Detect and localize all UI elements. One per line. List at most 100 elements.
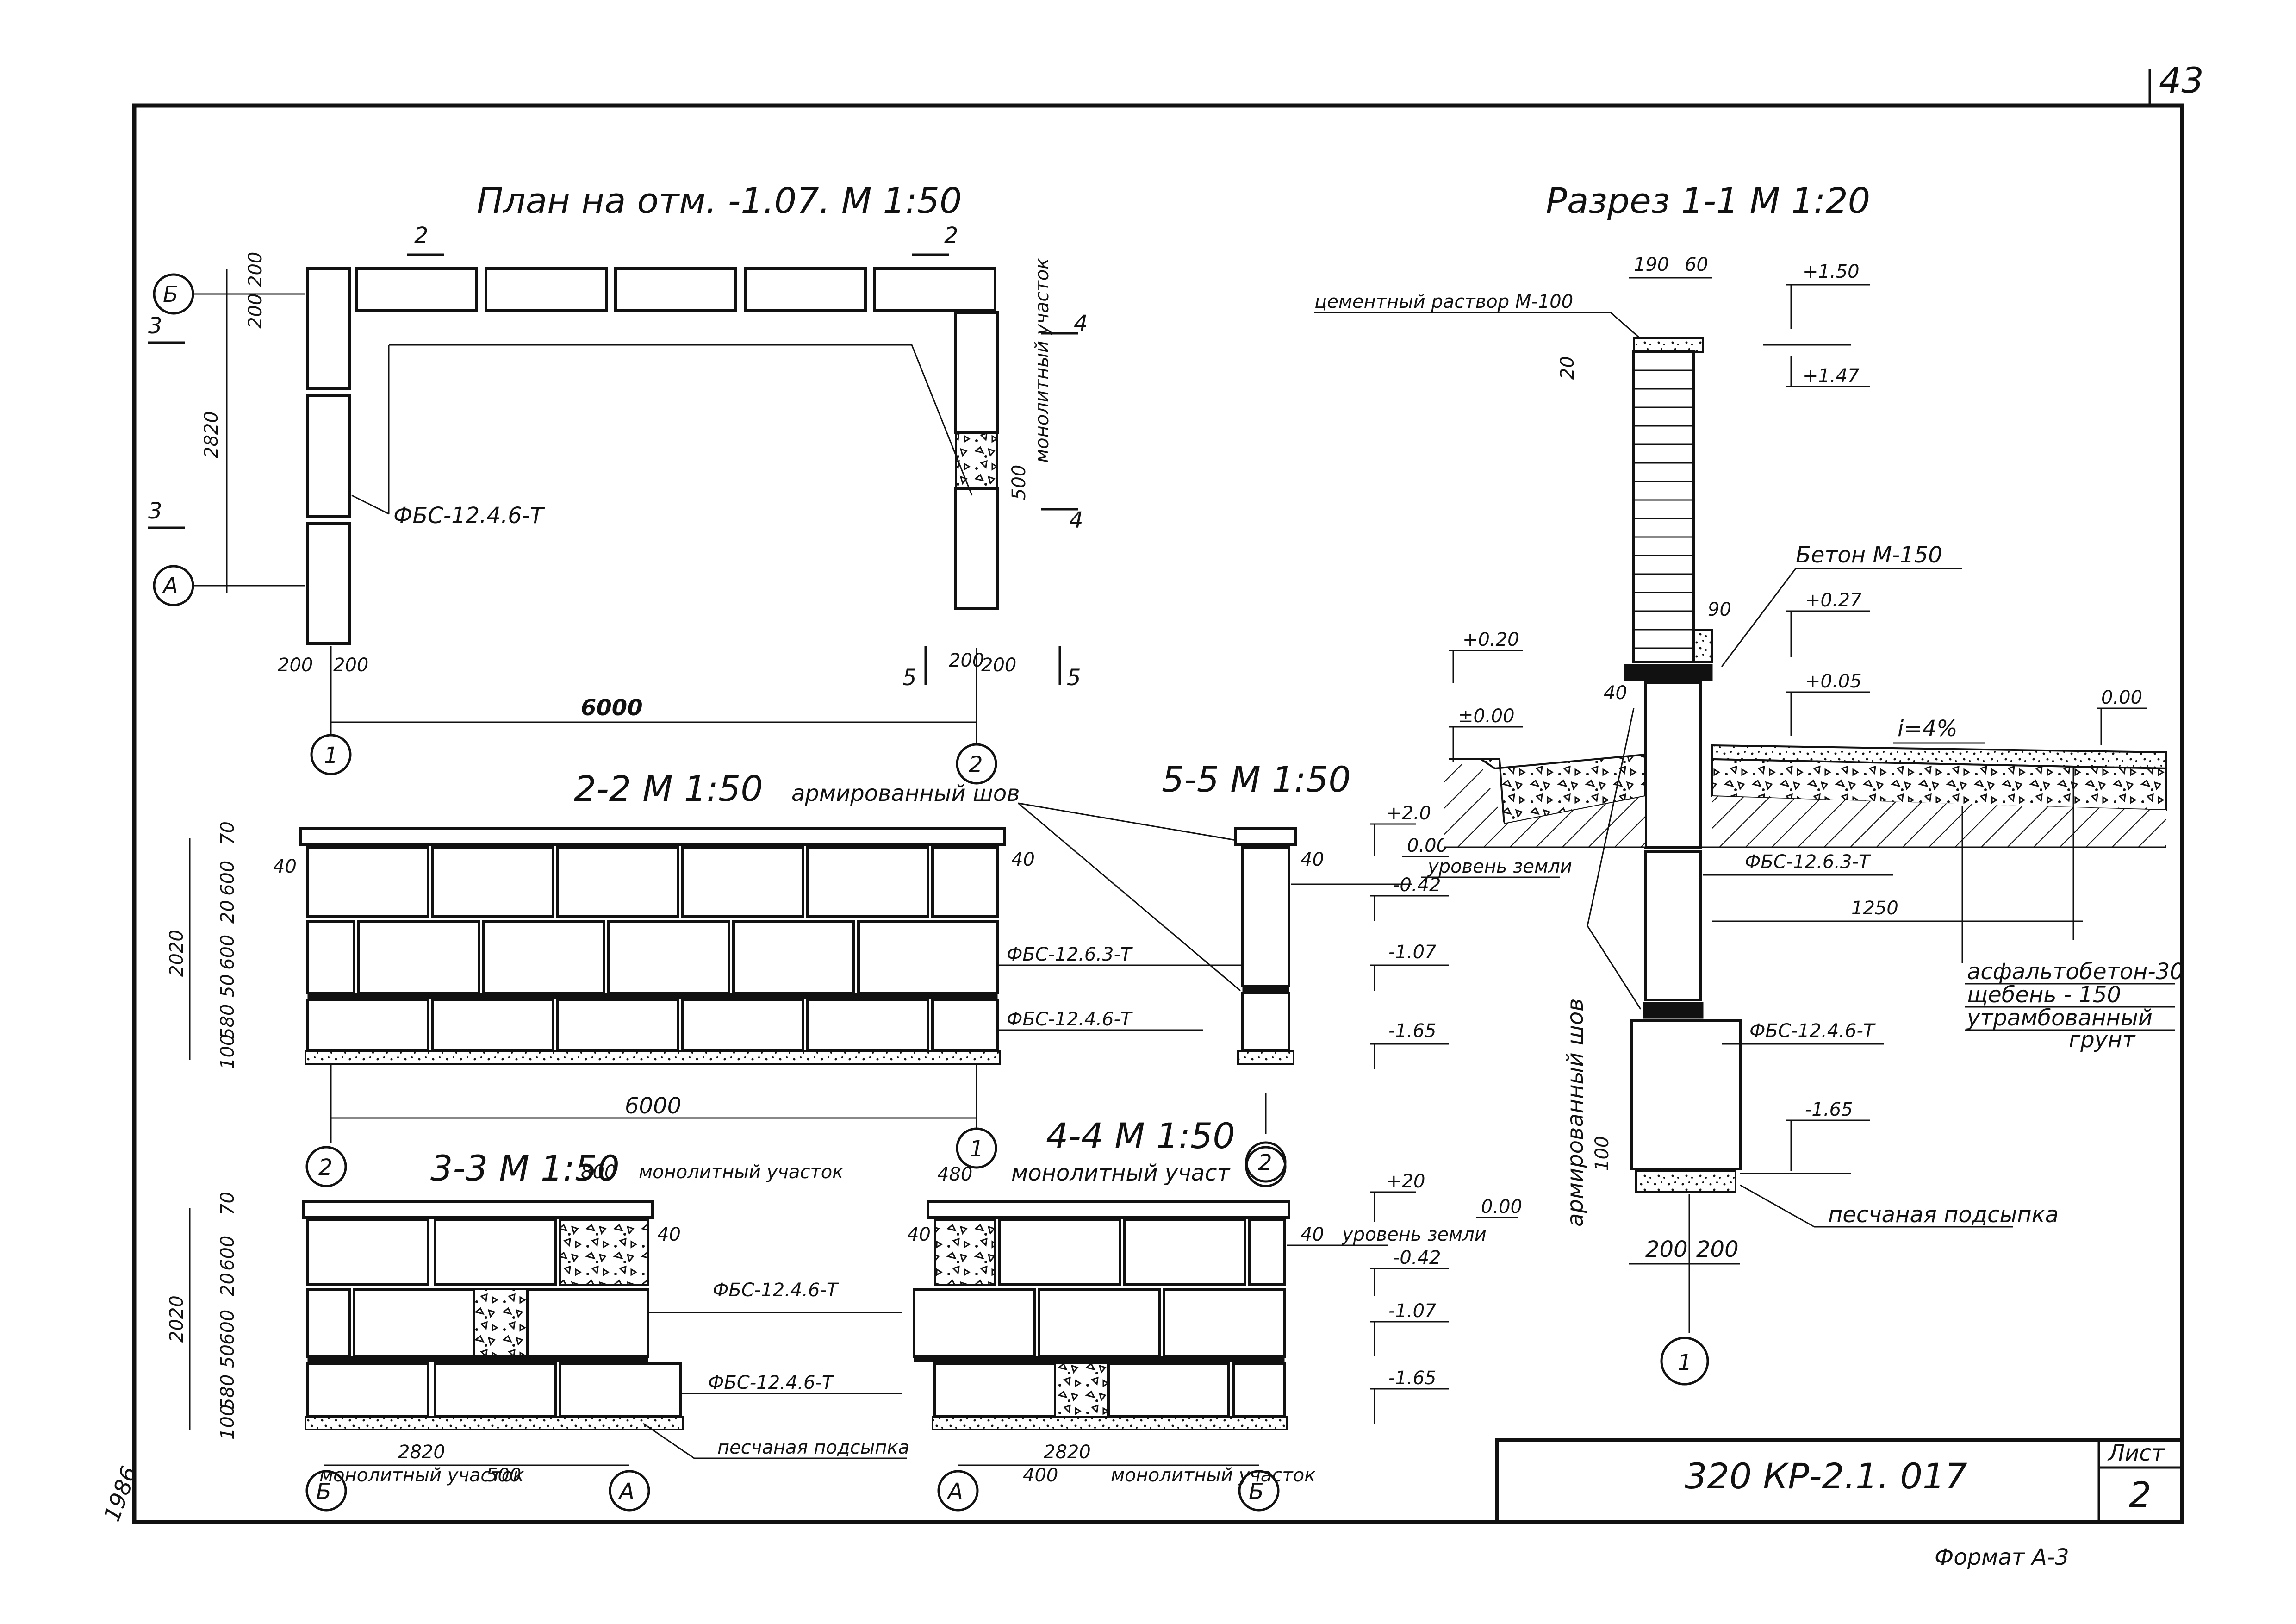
plan-block xyxy=(306,267,351,390)
ground-label: уровень земли xyxy=(1342,1224,1487,1245)
plan-block xyxy=(744,267,867,312)
dim-text: 580 xyxy=(217,1004,238,1039)
dim-text: 500 xyxy=(486,1465,521,1486)
mortar-cap xyxy=(1633,337,1704,353)
sec11-seam-label: армированный шов xyxy=(1562,998,1588,1227)
sec33-block xyxy=(306,1288,351,1358)
section-4-4: 4-4 М 1:50 монолитный участ 480 40 40 28… xyxy=(907,1115,1522,1512)
sec22-seam xyxy=(307,993,998,999)
ground-right xyxy=(1712,796,2166,847)
cut-mark: 4 xyxy=(1069,507,1083,533)
sec33-block xyxy=(434,1362,557,1418)
sec33-block xyxy=(306,1218,429,1286)
sec44-seam xyxy=(914,1356,1285,1362)
level: -1.65 xyxy=(1805,1099,1853,1120)
axis-label: Б xyxy=(316,1479,331,1505)
sec33-monolith xyxy=(473,1288,529,1357)
seam-leader xyxy=(1587,925,1642,1010)
fbs-mid-block xyxy=(1644,850,1702,1001)
brick-column xyxy=(1632,350,1695,663)
level: -0.42 xyxy=(1393,1247,1441,1268)
sec22-title: 2-2 М 1:50 xyxy=(574,768,763,809)
axis-marker xyxy=(1245,1146,1287,1187)
seam-leader xyxy=(1587,708,1635,926)
dim-text: 500 xyxy=(1008,465,1030,500)
sec22-block-top: ФБС-12.6.3-Т xyxy=(1007,944,1133,965)
sec44-block xyxy=(1038,1288,1161,1358)
drawing-code: 320 КР-2.1. 017 xyxy=(1685,1455,1967,1497)
slope-label: i=4% xyxy=(1898,716,1958,742)
axis-marker xyxy=(1238,1470,1280,1512)
legend-item: асфальтобетон-30 xyxy=(1967,959,2184,985)
sec33-monolith-label: монолитный участок xyxy=(639,1162,843,1183)
level: +2.0 xyxy=(1386,803,1431,824)
sec44-block xyxy=(1123,1218,1246,1286)
dim-text: 600 xyxy=(217,1310,238,1345)
level: -0.42 xyxy=(1393,874,1441,896)
sec44-block xyxy=(1248,1218,1286,1286)
axis-marker xyxy=(153,565,194,606)
level: +0.20 xyxy=(1462,629,1519,650)
level: +1.50 xyxy=(1803,261,1860,282)
sec22-block-bot: ФБС-12.4.6-Т xyxy=(1007,1009,1133,1030)
dim-text: 100 xyxy=(217,1034,238,1069)
dim-text: 70 xyxy=(217,821,238,845)
plan-block xyxy=(954,487,999,610)
seam-top xyxy=(1624,664,1713,681)
sheet-number: 43 xyxy=(2159,60,2204,101)
sec22-block xyxy=(306,846,429,918)
leader xyxy=(1740,1184,1815,1228)
dim-text: 40 xyxy=(1300,849,1324,870)
sec44-title: 4-4 М 1:50 xyxy=(1046,1115,1235,1156)
level: -1.65 xyxy=(1388,1020,1437,1042)
sec44-block xyxy=(1107,1362,1230,1418)
sec22-sand xyxy=(305,1050,1001,1065)
cut-mark: 5 xyxy=(1067,665,1081,691)
dim-text: 20 xyxy=(217,900,238,924)
sheet-label: Лист xyxy=(2107,1440,2165,1466)
dim-text: 50 xyxy=(217,1344,238,1368)
dim-text: 100 xyxy=(217,1405,238,1440)
dim-text: 40 xyxy=(657,1224,681,1245)
axis-marker xyxy=(305,1146,347,1187)
sand-label: песчаная подсыпка xyxy=(1828,1202,2059,1228)
sec11-title: Разрез 1-1 М 1:20 xyxy=(1546,180,1870,221)
sec33-sand-label: песчаная подсыпка xyxy=(717,1437,909,1458)
dim-text: 200 xyxy=(245,252,266,287)
sec22-block xyxy=(431,846,554,918)
dim-text: 40 xyxy=(273,856,297,877)
dim-text: 200 xyxy=(278,655,313,676)
sec22-block xyxy=(556,846,679,918)
cut-mark: 3 xyxy=(148,313,162,339)
sec33-monolith-bottom: монолитный участок xyxy=(319,1465,524,1486)
concrete-label: Бетон М-150 xyxy=(1796,542,1942,568)
cut-mark: 2 xyxy=(944,223,958,249)
sec44-block xyxy=(998,1218,1121,1286)
legend-item: грунт xyxy=(2069,1027,2136,1053)
sec44-monolith xyxy=(1054,1362,1109,1418)
sec44-monolith xyxy=(934,1219,996,1286)
sec33-monolith xyxy=(559,1219,649,1286)
plan-block xyxy=(954,311,999,434)
dim-text: 2020 xyxy=(166,930,187,977)
axis-label: Б xyxy=(163,281,178,307)
axis-label: А xyxy=(162,573,178,599)
section-5-5: 5-5 М 1:50 40 2 +2.0 0.00 уровень земли … xyxy=(1162,759,1572,1183)
sec33-cap xyxy=(302,1200,654,1219)
plan-block xyxy=(306,394,351,518)
dim-text: 60 xyxy=(1685,254,1708,275)
axis-label: 1 xyxy=(970,1136,984,1162)
sec44-cap xyxy=(927,1200,1290,1219)
dim-text: 480 xyxy=(937,1164,972,1185)
level: ±0.00 xyxy=(1458,706,1515,727)
block-label: ФБС-12.6.3-Т xyxy=(1745,851,1872,873)
drawing-frame xyxy=(132,103,2184,1524)
axis-marker xyxy=(956,743,997,785)
plan-block xyxy=(355,267,478,312)
axis-marker xyxy=(1660,1337,1709,1386)
axis-label: А xyxy=(618,1479,635,1505)
sec44-block xyxy=(913,1288,1036,1358)
sec33-block xyxy=(306,1362,429,1418)
axis-label: 1 xyxy=(324,743,338,768)
